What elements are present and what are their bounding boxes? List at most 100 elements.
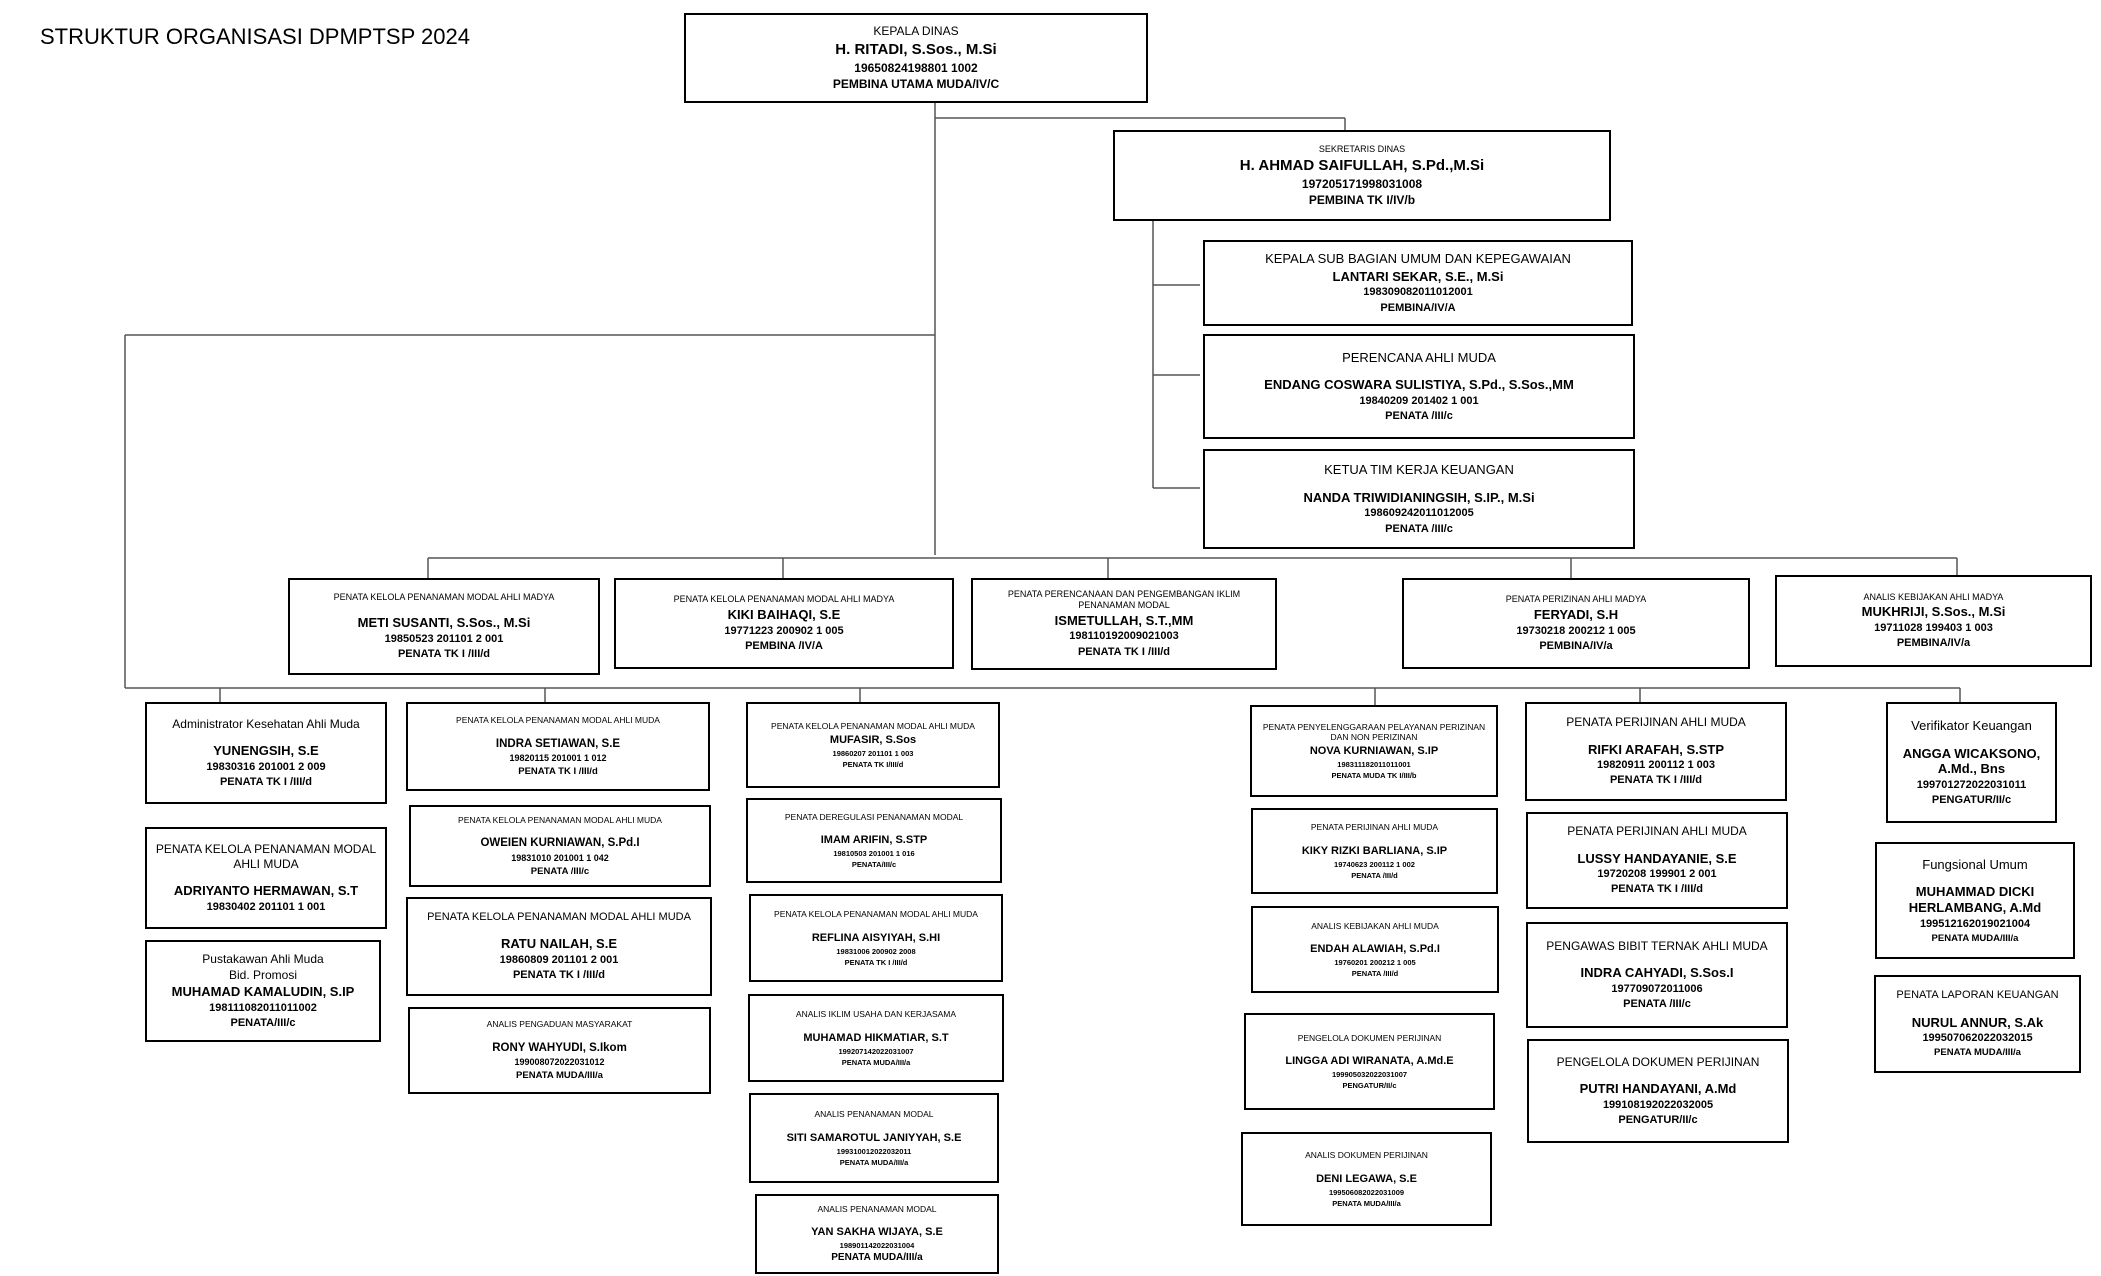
org-box-c2b: PENATA KELOLA PENANAMAN MODAL AHLI MUDA … [409, 805, 711, 887]
box-rank: PEMBINA TK I/IV/b [1308, 192, 1416, 207]
box-position: PENATA KELOLA PENANAMAN MODAL AHLI MADYA [673, 594, 895, 605]
box-nip: 199701272022031011 [1916, 778, 2027, 791]
org-box-perencana: PERENCANA AHLI MUDA ENDANG COSWARA SULIS… [1203, 334, 1635, 439]
box-rank: PENATA MUDA/III/a [839, 1157, 909, 1167]
box-nip: 199108192022032005 [1602, 1098, 1714, 1111]
box-name: FERYADI, S.H [1533, 606, 1619, 622]
spacer [1533, 732, 1779, 740]
box-rank: PENATA /III/c [1385, 522, 1453, 535]
box-name: METI SUSANTI, S.Sos., M.Si [357, 614, 531, 630]
box-rank: PEMBINA /IV/A [745, 639, 823, 652]
spacer [757, 922, 995, 930]
box-nip: 19760201 200212 1 005 [1334, 958, 1416, 968]
box-rank: PENATA TK I /III/d [518, 766, 598, 778]
spacer [414, 728, 702, 736]
org-box-c3a: PENATA KELOLA PENANAMAN MODAL AHLI MUDA … [746, 702, 1000, 788]
org-box-c4e: ANALIS DOKUMEN PERIJINAN DENI LEGAWA, S.… [1241, 1132, 1492, 1226]
spacer [417, 827, 703, 835]
box-position: ANALIS IKLIM USAHA DAN KERJASAMA [795, 1009, 957, 1020]
box-name: ENDAH ALAWIAH, S.Pd.I [1310, 943, 1440, 955]
box-rank: PENATA TK I /III/d [1077, 645, 1171, 658]
box-rank: PEMBINA/IV/a [1539, 639, 1613, 652]
box-nip: 198311182011011001 [1337, 759, 1411, 769]
box-rank: PENATA MUDA/III/a [1934, 1047, 2021, 1059]
spacer [1535, 1071, 1781, 1079]
box-name: H. RITADI, S.Sos., M.Si [835, 40, 997, 58]
box-position: KETUA TIM KERJA KEUANGAN [1324, 462, 1514, 478]
spacer [153, 733, 379, 741]
org-box-c6b: Fungsional Umum MUHAMMAD DICKI HERLAMBAN… [1875, 842, 2075, 959]
org-box-c2a: PENATA KELOLA PENANAMAN MODAL AHLI MUDA … [406, 702, 710, 791]
spacer [1883, 874, 2067, 882]
spacer [763, 1216, 991, 1224]
box-nip: 197709072011006 [1611, 982, 1703, 995]
box-name: RATU NAILAH, S.E [500, 936, 618, 952]
box-nip: 19831010 201001 1 042 [511, 852, 609, 863]
box-nip: 19771223 200902 1 005 [724, 624, 844, 637]
box-name: SITI SAMAROTUL JANIYYAH, S.E [786, 1131, 962, 1144]
org-box-c5b: PENATA PERIJINAN AHLI MUDA LUSSY HANDAYA… [1526, 812, 1788, 909]
spacer [153, 873, 379, 881]
box-rank: PENATA TK I/III/d [842, 759, 904, 769]
box-rank: PENGATUR/II/c [1618, 1113, 1698, 1126]
box-name: MUHAMAD HIKMATIAR, S.T [803, 1031, 949, 1044]
org-box-kepala-dinas: KEPALA DINAS H. RITADI, S.Sos., M.Si 196… [684, 13, 1148, 103]
org-box-c6c: PENATA LAPORAN KEUANGAN NURUL ANNUR, S.A… [1874, 975, 2081, 1073]
box-nip: 19711028 199403 1 003 [1874, 622, 1993, 634]
org-box-c4b: PENATA PERIJINAN AHLI MUDA KIKY RIZKI BA… [1251, 808, 1498, 894]
box-name: ADRIYANTO HERMAWAN, S.T [173, 883, 359, 898]
box-nip: 19740623 200112 1 002 [1334, 859, 1415, 869]
box-position: Pustakawan Ahli Muda [202, 951, 324, 966]
org-box-c4c: ANALIS KEBIJAKAN AHLI MUDA ENDAH ALAWIAH… [1251, 906, 1499, 993]
box-name: INDRA CAHYADI, S.Sos.I [1580, 965, 1734, 981]
box-position: SEKRETARIS DINAS [1318, 143, 1406, 154]
org-box-c2d: ANALIS PENGADUAN MASYARAKAT RONY WAHYUDI… [408, 1007, 711, 1094]
box-nip: 198309082011012001 [1363, 286, 1473, 299]
org-box-c3f: ANALIS PENANAMAN MODAL YAN SAKHA WIJAYA,… [755, 1194, 999, 1274]
box-nip: 19650824198801 1002 [854, 60, 978, 75]
box-position: PENATA LAPORAN KEUANGAN [1896, 989, 2059, 1002]
box-name: RONY WAHYUDI, S.Ikom [492, 1041, 627, 1054]
box-name: H. AHMAD SAIFULLAH, S.Pd.,M.Si [1239, 156, 1485, 174]
box-position: ANALIS PENANAMAN MODAL [817, 1203, 937, 1214]
spacer [1259, 933, 1491, 941]
org-box-c3c: PENATA KELOLA PENANAMAN MODAL AHLI MUDA … [749, 894, 1003, 982]
box-nip: 199008072022031012 [514, 1057, 605, 1068]
box-rank: PENATA/III/c [851, 860, 897, 870]
page-title: STRUKTUR ORGANISASI DPMPTSP 2024 [40, 24, 470, 49]
box-nip: 199507062022032015 [1922, 1032, 2033, 1045]
box-name: OWEIEN KURNIAWAN, S.Pd.I [480, 837, 640, 850]
org-box-c4a: PENATA PENYELENGGARAAN PELAYANAN PERIZIN… [1250, 705, 1498, 797]
box-nip: 19730218 200212 1 005 [1516, 624, 1636, 637]
org-box-c1a: Administrator Kesehatan Ahli Muda YUNENG… [145, 702, 387, 804]
spacer [1882, 1005, 2073, 1013]
box-rank: PEMBINA/IV/a [1896, 637, 1971, 650]
box-rank: PENATA /III/c [1623, 997, 1691, 1010]
org-box-c3d: ANALIS IKLIM USAHA DAN KERJASAMA MUHAMAD… [748, 994, 1004, 1082]
box-position: PENATA PERIJINAN AHLI MUDA [1310, 822, 1439, 833]
box-position: Fungsional Umum [1922, 856, 2028, 872]
org-box-c4d: PENGELOLA DOKUMEN PERIJINAN LINGGA ADI W… [1244, 1013, 1495, 1110]
box-nip: 19860207 201101 1 003 [832, 748, 914, 758]
org-box-c1c: Pustakawan Ahli Muda Bid. Promosi MUHAMA… [145, 940, 381, 1042]
org-box-ketua-keuangan: KETUA TIM KERJA KEUANGAN NANDA TRIWIDIAN… [1203, 449, 1635, 549]
box-name: RIFKI ARAFAH, S.STP [1587, 741, 1725, 757]
box-rank: PENATA/III/c [230, 1017, 296, 1030]
box-name: IMAM ARIFIN, S.STP [820, 834, 928, 846]
box-position: ANALIS DOKUMEN PERIJINAN [1305, 1150, 1428, 1161]
box-name: KIKY RIZKI BARLIANA, S.IP [1301, 844, 1448, 857]
org-box-c2c: PENATA KELOLA PENANAMAN MODAL AHLI MUDA … [406, 897, 712, 996]
org-box-c5a: PENATA PERIJINAN AHLI MUDA RIFKI ARAFAH,… [1525, 702, 1787, 801]
box-name: REFLINA AISYIYAH, S.HI [811, 931, 941, 944]
box-rank: PENATA TK I /III/d [844, 957, 908, 967]
spacer [296, 605, 592, 613]
box-position: PENATA PENYELENGGARAAN PELAYANAN PERIZIN… [1262, 722, 1486, 743]
box-rank: PENATA MUDA/III/a [516, 1070, 603, 1082]
org-box-c5d: PENGELOLA DOKUMEN PERIJINAN PUTRI HANDAY… [1527, 1039, 1789, 1143]
box-name: ISMETULLAH, S.T.,MM [1054, 612, 1194, 628]
box-rank: PENATA /III/c [530, 865, 590, 877]
spacer [1211, 480, 1627, 488]
org-box-c3b: PENATA DEREGULASI PENANAMAN MODAL IMAM A… [746, 798, 1002, 883]
box-position: PENATA KELOLA PENANAMAN MODAL AHLI MUDA [155, 842, 377, 871]
